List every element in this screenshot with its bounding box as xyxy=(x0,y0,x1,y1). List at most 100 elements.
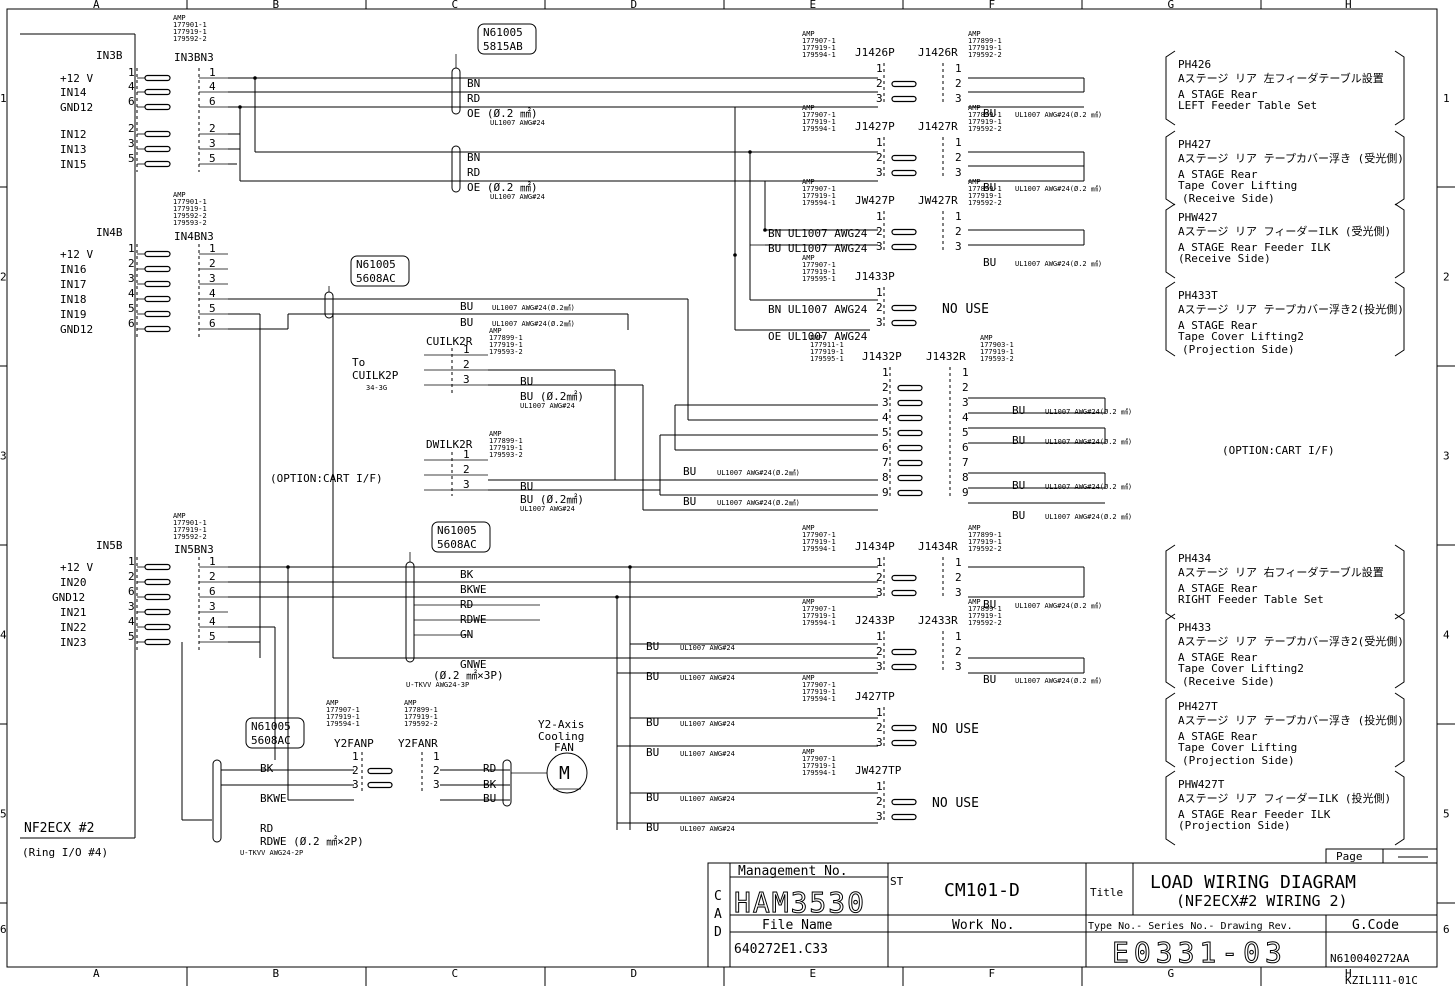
file-label: File Name xyxy=(762,918,833,933)
st-label: ST xyxy=(890,875,904,888)
motor-symbol: M xyxy=(559,763,570,784)
device-name-en: A STAGE Rear xyxy=(1178,168,1258,181)
grid-col-bottom: H xyxy=(1345,967,1352,980)
bracket-left xyxy=(1165,770,1176,846)
label: BU xyxy=(646,791,659,804)
device-name-en: A STAGE Rear xyxy=(1178,651,1258,664)
part-number: 177899-1 xyxy=(968,531,1002,539)
connector-name: J1426R xyxy=(918,46,958,59)
pin-number: 6 xyxy=(882,441,889,454)
grid-row-right: 5 xyxy=(1443,808,1450,821)
pin-number: 1 xyxy=(876,780,883,793)
pin-number: 3 xyxy=(955,92,962,105)
work-label: Work No. xyxy=(952,918,1015,933)
part-number: 177907-1 xyxy=(802,37,836,45)
grid-row-right: 3 xyxy=(1443,450,1450,463)
part-number: 179592-2 xyxy=(968,619,1002,627)
pin-contact xyxy=(144,563,171,571)
label: (OPTION:CART I/F) xyxy=(1222,444,1335,457)
signal-label: IN16 xyxy=(60,263,87,276)
pin-number: 5 xyxy=(209,152,216,165)
pin-number: 2 xyxy=(128,122,135,135)
pin-number: 6 xyxy=(128,585,135,598)
signal-label: GND12 xyxy=(60,101,93,114)
pin-number: 6 xyxy=(128,317,135,330)
label: BU xyxy=(646,640,659,653)
grid-row-right: 4 xyxy=(1443,629,1450,642)
amp-label: AMP xyxy=(489,430,502,438)
part-number: 177899-1 xyxy=(404,706,438,714)
device-name-jp: Aステージ リア 右フィーダテーブル設置 xyxy=(1178,565,1384,579)
drawing-number: E0331-03 xyxy=(1112,936,1287,969)
pin-contact xyxy=(891,798,917,806)
pin-number: 5 xyxy=(128,630,135,643)
signal-label: IN21 xyxy=(60,606,87,619)
pin-number: 2 xyxy=(876,645,883,658)
junction-dot xyxy=(615,595,619,599)
pin-number: 3 xyxy=(209,272,216,285)
device-code: PH427 xyxy=(1178,138,1211,151)
grid-col-bottom: A xyxy=(93,967,100,980)
label: BU xyxy=(1012,434,1025,447)
pin-contact xyxy=(891,228,917,236)
connector-name: J1434P xyxy=(855,540,895,553)
label: BK xyxy=(483,778,497,791)
cable-sheath xyxy=(451,145,461,193)
label: BU xyxy=(646,670,659,683)
part-number: 177899-1 xyxy=(489,437,523,445)
amp-label: AMP xyxy=(968,524,981,532)
label: UL1007 AWG#24 xyxy=(680,674,735,682)
pin-contact xyxy=(891,319,917,327)
grid-row-left: 5 xyxy=(0,808,7,821)
no-use-label: NO USE xyxy=(932,796,979,811)
device-side: (Projection Side) xyxy=(1182,754,1295,767)
label: GNWE xyxy=(460,658,487,671)
label: BN UL1007 AWG24 xyxy=(768,227,868,240)
pin-number: 4 xyxy=(962,411,969,424)
pin-contact xyxy=(897,474,923,482)
pin-number: 5 xyxy=(209,630,216,643)
pin-contact xyxy=(144,593,171,601)
connector-name: J1434R xyxy=(918,540,958,553)
pin-contact xyxy=(897,414,923,422)
label: BKWE xyxy=(460,583,487,596)
connector-name: JW427R xyxy=(918,194,958,207)
pin-number: 1 xyxy=(463,448,470,461)
signal-label: IN12 xyxy=(60,128,87,141)
pin-number: 3 xyxy=(882,396,889,409)
label: UL1007 AWG#24(Ø.2㎟) xyxy=(717,499,800,507)
cable-tag-3: N61005 5608AC xyxy=(431,521,491,553)
pin-number: 1 xyxy=(209,555,216,568)
bracket-right xyxy=(1394,613,1405,689)
device-code: PH434 xyxy=(1178,552,1211,565)
connector-name: J1427P xyxy=(855,120,895,133)
label: BU xyxy=(983,107,996,120)
amp-label: AMP xyxy=(802,674,815,682)
cable-tag-4: N61005 5608AC xyxy=(245,717,305,749)
signal-label: +12 V xyxy=(60,248,93,261)
pin-number: 3 xyxy=(433,778,440,791)
label: RDWE xyxy=(460,613,487,626)
connector-name: JW427TP xyxy=(855,764,902,777)
label: UL1007 AWG#24(Ø.2 ㎟) xyxy=(1045,513,1132,521)
label: U-TKVV AWG24-3P xyxy=(406,681,469,689)
part-number: 179594-1 xyxy=(802,545,836,553)
connector-name: IN4BN3 xyxy=(174,230,214,243)
pin-number: 3 xyxy=(955,586,962,599)
pin-number: 3 xyxy=(209,137,216,150)
pin-number: 2 xyxy=(128,570,135,583)
pin-number: 2 xyxy=(955,77,962,90)
label: UL1007 AWG#24 xyxy=(680,795,735,803)
label: UL1007 AWG#24(Ø.2㎟) xyxy=(492,304,575,312)
junction-dot xyxy=(253,76,257,80)
label: BU xyxy=(460,300,473,313)
bracket-left xyxy=(1165,544,1176,620)
part-number: 177911-1 xyxy=(810,341,844,349)
connector-name: J1433P xyxy=(855,270,895,283)
signal-label: IN23 xyxy=(60,636,87,649)
